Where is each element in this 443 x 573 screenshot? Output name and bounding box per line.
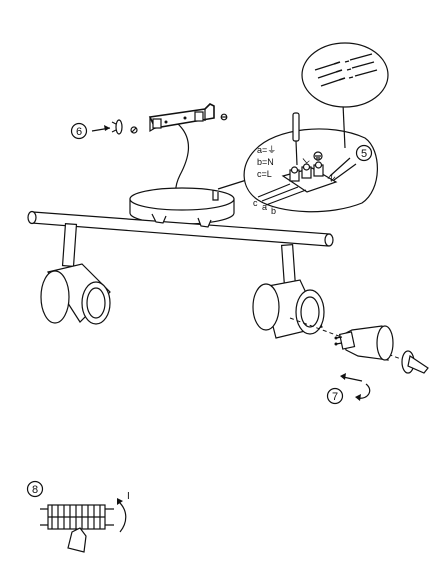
bulb-retaining-ring [401, 350, 429, 374]
step-5-marker: 5 [355, 144, 373, 162]
step-7-label: 7 [332, 391, 338, 403]
step-6-arrow [91, 125, 111, 132]
step-6-label: 6 [76, 126, 82, 138]
screw-icon [130, 126, 138, 134]
spotlight-bar [27, 210, 334, 247]
rotate-arrow [355, 383, 371, 401]
bar-clip-right [197, 217, 212, 228]
step-7-marker: 7 [326, 387, 344, 405]
wire-callout-leader [342, 103, 346, 149]
bulb-insertion-axis [289, 317, 421, 367]
wire-letter-b: b [271, 206, 276, 216]
step-8-marker: 8 [26, 480, 44, 498]
wire-strip-bubble [301, 42, 389, 108]
terminal-block [281, 161, 338, 193]
legend-ground: a=⏚ [257, 145, 276, 155]
switch-icon [40, 504, 114, 553]
spotlight-left [40, 223, 111, 325]
legend-live: c=L [257, 169, 272, 179]
bracket-screw [220, 113, 228, 121]
stripped-wires-icon [314, 53, 378, 87]
legend-neutral: b=N [257, 157, 274, 167]
wire-letter-a: a [262, 202, 267, 212]
step-8-label: 8 [32, 484, 38, 496]
switch-on-arrow [117, 498, 127, 533]
wire-letter-c: c [253, 198, 258, 208]
supply-wires [257, 157, 357, 206]
insert-arrow [340, 373, 363, 382]
ground-symbol-icon [313, 151, 323, 161]
ceiling-canopy [129, 187, 235, 225]
spotlight-right [252, 243, 325, 339]
gu10-bulb [334, 325, 394, 361]
step-5-label: 5 [361, 148, 367, 160]
wire-letter-N: N [326, 172, 337, 184]
mounting-bracket [148, 103, 215, 133]
suspension-cable [175, 123, 189, 197]
step-6-marker: 6 [70, 122, 88, 140]
bar-clip-left [151, 213, 167, 224]
wire-letter-L: L [301, 155, 311, 166]
wall-plug-icon [111, 119, 123, 135]
switch-on-label: I [127, 491, 130, 502]
screwdriver-icon [292, 112, 300, 166]
